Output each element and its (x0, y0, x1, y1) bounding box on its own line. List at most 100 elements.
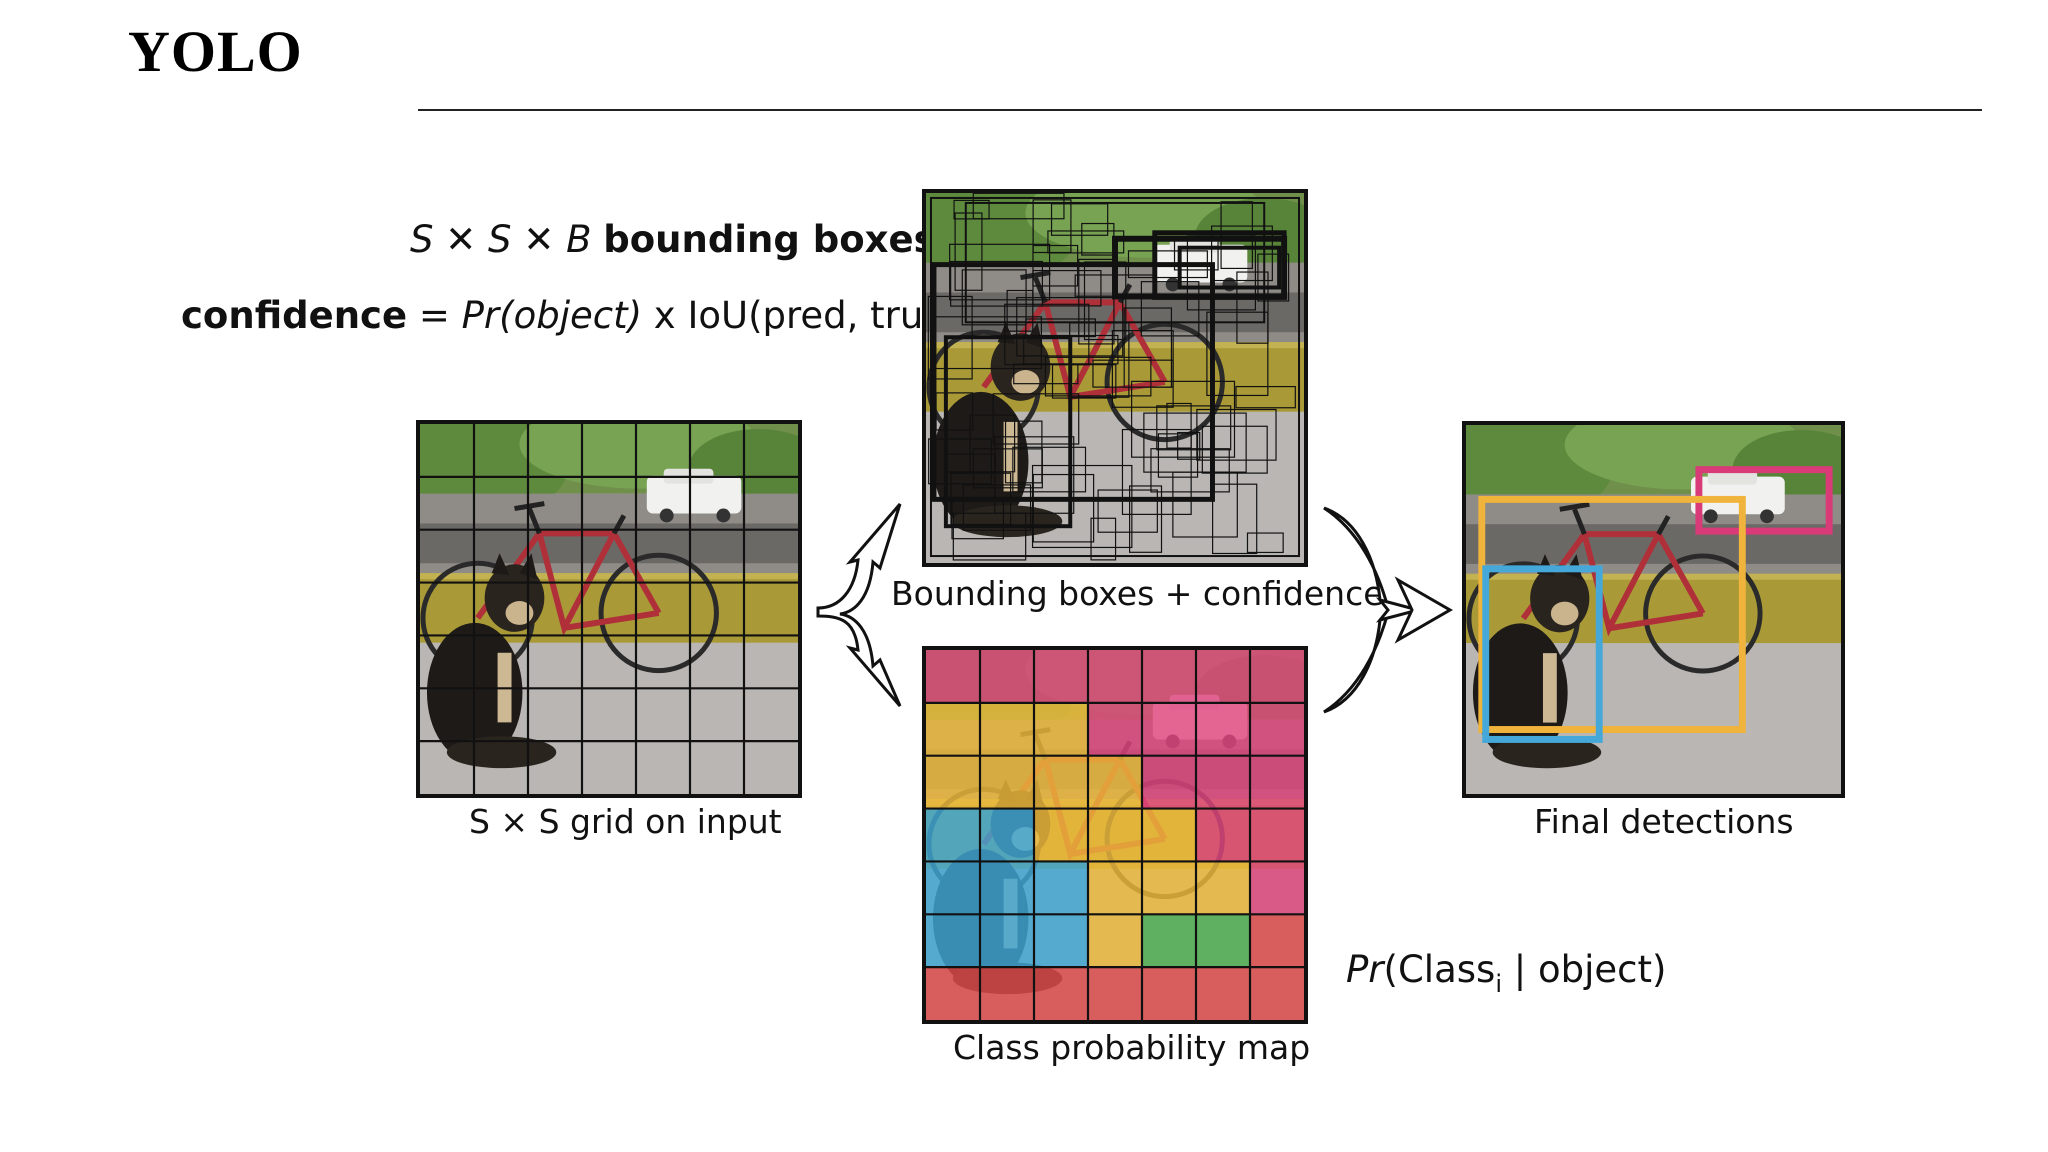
class-prob-subscript: i (1495, 970, 1502, 998)
formula-var-b: B (566, 218, 592, 261)
final-detections-image (1466, 425, 1841, 794)
candidate-box (1032, 473, 1095, 543)
class-probability-image (926, 650, 1304, 1020)
candidate-box (964, 201, 1266, 324)
class-cell (980, 702, 1034, 756)
class-cell (980, 650, 1034, 703)
title-divider (418, 109, 1982, 111)
class-cell (1196, 967, 1250, 1020)
confidence-word: confidence (181, 294, 408, 337)
class-cell (926, 702, 980, 756)
class-cell (1196, 808, 1250, 862)
formula-var-s1: S (410, 218, 434, 261)
class-cell (1142, 967, 1196, 1020)
class-cell (1142, 861, 1196, 915)
class-cell (1250, 861, 1304, 915)
candidate-box (1166, 402, 1192, 449)
class-probability-panel (922, 646, 1308, 1024)
candidate-box (1196, 408, 1277, 461)
candidate-box (931, 262, 1215, 502)
class-prob-class: (Class (1383, 948, 1496, 991)
class-cell (1196, 702, 1250, 756)
class-cell (1250, 967, 1304, 1020)
candidate-box (1004, 420, 1043, 484)
input-grid-panel (416, 420, 802, 798)
class-cell (1034, 702, 1088, 756)
class-cell (1034, 755, 1088, 809)
detection-box-dog (1482, 565, 1603, 743)
class-cell (926, 755, 980, 809)
slide-title: YOLO (128, 19, 303, 84)
class-cell (1034, 650, 1088, 703)
candidate-box (928, 438, 992, 485)
candidate-box (953, 199, 990, 220)
candidate-box (1177, 245, 1282, 290)
candidate-box (1083, 261, 1127, 341)
candidate-box (962, 484, 1032, 531)
candidate-box (1211, 225, 1273, 282)
caption-bounding-boxes: Bounding boxes + confidence (891, 574, 1384, 613)
class-cell (1142, 914, 1196, 968)
class-cell (1088, 650, 1142, 703)
input-grid-image (420, 424, 798, 794)
candidate-box (1032, 269, 1102, 307)
candidate-box (1131, 380, 1236, 458)
class-probability-formula: Pr(Classi | object) (1346, 948, 1666, 998)
candidate-box (1206, 311, 1269, 397)
candidate-box (949, 243, 1051, 301)
class-cell (1196, 650, 1250, 703)
candidate-box (929, 196, 1301, 558)
class-cell (1250, 755, 1304, 809)
class-cell (1196, 914, 1250, 968)
formula-bounding-boxes-text: bounding boxes (603, 218, 936, 261)
candidate-box (1090, 517, 1117, 561)
candidate-box (1152, 230, 1287, 300)
candidate-box (954, 212, 983, 291)
candidate-box (969, 414, 1016, 473)
candidate-box (950, 260, 1043, 307)
candidate-box (1236, 271, 1269, 344)
candidate-box (1047, 230, 1125, 254)
confidence-eq: = (407, 294, 462, 337)
candidate-box (1129, 485, 1163, 553)
class-cell (1250, 650, 1304, 703)
bounding-boxes-formula: S ✕ S ✕ B bounding boxes (410, 218, 936, 261)
candidate-box (1031, 464, 1133, 549)
bounding-boxes-image (926, 193, 1304, 563)
class-cell (980, 967, 1034, 1020)
candidate-box (1097, 489, 1158, 533)
candidate-box (943, 335, 1073, 529)
candidate-box (1123, 307, 1173, 388)
class-cell (1142, 755, 1196, 809)
bounding-boxes-panel (922, 189, 1308, 567)
candidate-box (1012, 446, 1087, 493)
candidate-box (992, 393, 1080, 445)
class-cell (926, 650, 980, 703)
class-cell (926, 914, 980, 968)
confidence-pr-object: Pr(object) (461, 294, 643, 337)
caption-class-probability-map: Class probability map (953, 1028, 1311, 1067)
candidate-box (1257, 253, 1290, 302)
candidate-box (1051, 364, 1117, 399)
candidate-box (1212, 483, 1258, 555)
formula-var-s2: S (488, 218, 512, 261)
class-prob-pr: Pr (1346, 948, 1384, 991)
class-cell (926, 861, 980, 915)
candidate-box (1111, 330, 1174, 408)
candidate-box (952, 512, 1027, 561)
class-cell (1250, 808, 1304, 862)
candidate-box (1201, 425, 1268, 474)
candidate-box (1140, 281, 1200, 337)
candidate-box (1246, 532, 1284, 554)
class-cell (980, 861, 1034, 915)
candidate-box (1032, 199, 1072, 254)
class-cell (1142, 808, 1196, 862)
class-cell (926, 967, 980, 1020)
merge-arrow-icon (1323, 506, 1454, 714)
caption-final-detections: Final detections (1534, 802, 1794, 841)
class-cell (1142, 702, 1196, 756)
class-cell (1196, 861, 1250, 915)
caption-grid-on-input: S × S grid on input (469, 802, 782, 841)
candidate-box (1235, 385, 1296, 409)
candidate-box (1150, 448, 1230, 493)
